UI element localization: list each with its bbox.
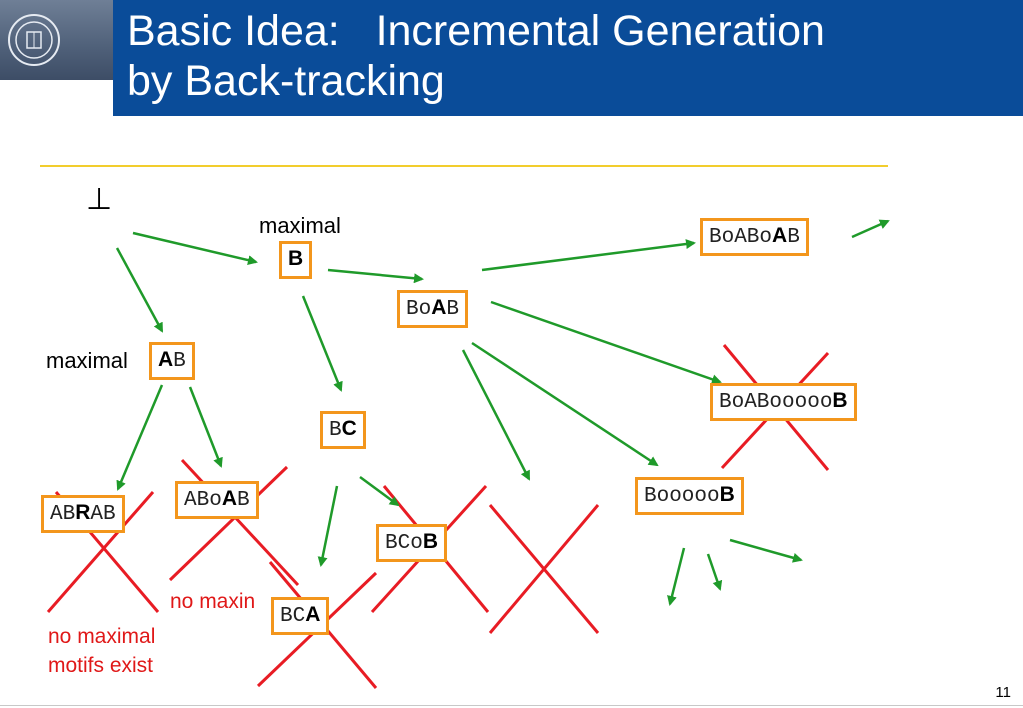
- footer-rule: [0, 705, 1023, 706]
- node-ab: AB: [149, 342, 195, 380]
- node-boab: BoAB: [397, 290, 468, 328]
- edge-root-b: [132, 231, 258, 266]
- node-bc: BC: [320, 411, 366, 449]
- title-line-2: by Back-tracking: [127, 57, 445, 105]
- edge-booooob-1: [667, 547, 686, 606]
- node-abrab: ABRAB: [41, 495, 125, 533]
- root-symbol: ⊥: [86, 183, 113, 216]
- node-aboab: ABoAB: [175, 481, 259, 519]
- edge-boab-boaboooooob: [490, 300, 722, 385]
- edge-boab-empty: [461, 349, 531, 481]
- edge-boaboab-out: [851, 219, 890, 239]
- edge-ab-aboab: [188, 386, 223, 468]
- no-maximal-line-2: motifs exist: [48, 654, 154, 677]
- node-booooob: BoooooB: [635, 477, 744, 515]
- seal-icon: [8, 14, 60, 66]
- page-number: 11: [995, 684, 1011, 701]
- no-maximal-line-1: no maximal: [48, 625, 156, 648]
- edge-b-bc: [301, 295, 343, 392]
- node-boaboab: BoABoAB: [700, 218, 809, 256]
- node-bcob: BCoB: [376, 524, 447, 562]
- title-bar: [113, 0, 1023, 116]
- university-logo: [0, 0, 113, 80]
- edge-root-ab: [115, 247, 164, 333]
- title-line-1: Basic Idea: Incremental Generation: [127, 7, 825, 55]
- label-maximal-ab: maximal: [46, 348, 128, 373]
- slide-title: Basic Idea: Incremental Generation by Ba…: [127, 6, 825, 106]
- cross-empty: [488, 504, 600, 634]
- title-underline: [40, 165, 888, 167]
- edge-ab-abrab: [116, 384, 164, 491]
- tree-edges: [115, 219, 890, 606]
- node-boaboooooob: BoABoooooB: [710, 383, 857, 421]
- edge-booooob-2: [706, 553, 723, 591]
- edge-booooob-3: [729, 538, 803, 563]
- edge-b-boab: [327, 268, 424, 284]
- edge-boab-boaboab: [481, 239, 696, 272]
- edge-boab-booooob: [471, 341, 659, 467]
- label-maximal-b: maximal: [259, 213, 341, 238]
- cross-aboab: [168, 458, 300, 587]
- label-no-maximal-motifs: no maximal motifs exist: [48, 622, 155, 680]
- node-b: B: [279, 241, 313, 279]
- node-bca: BCA: [271, 597, 330, 635]
- edge-bc-bcob: [359, 475, 400, 507]
- edge-bc-bca: [317, 485, 339, 567]
- label-no-maxim: no maxin: [170, 590, 256, 613]
